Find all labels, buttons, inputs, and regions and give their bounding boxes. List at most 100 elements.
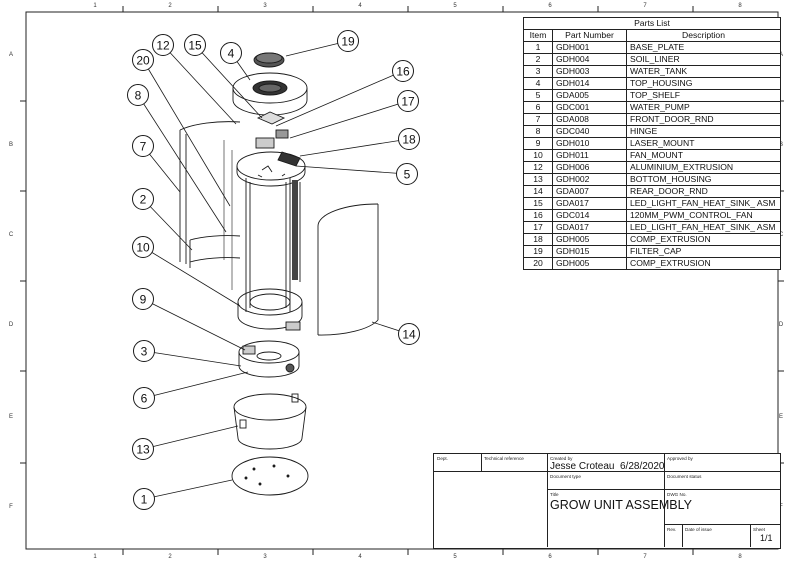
balloon-number: 8 (135, 89, 142, 103)
document-status-label: Document status (667, 474, 702, 479)
rev-label: Rev. (667, 527, 677, 532)
leader-line (137, 94, 227, 233)
item-balloon: 16 (392, 60, 414, 82)
balloon-number: 18 (402, 133, 416, 147)
item-balloon: 7 (132, 135, 154, 157)
item-balloon: 1 (133, 488, 155, 510)
top-housing-part (232, 72, 308, 116)
zone-row-label: B (8, 142, 13, 148)
item-cell: 9 (523, 137, 553, 150)
balloon-number: 16 (396, 65, 410, 79)
title-label: Title (550, 492, 559, 497)
leader-line (142, 425, 239, 450)
item-balloon: 9 (132, 288, 154, 310)
zone-column-label: 1 (93, 554, 97, 560)
item-balloon: 6 (133, 387, 155, 409)
sheet-label: Sheet (753, 527, 766, 532)
item-cell: 7 (523, 113, 553, 126)
item-cell: 1 (523, 41, 553, 54)
date-of-issue-label: Date of issue (685, 527, 712, 532)
balloon-number: 13 (136, 443, 150, 457)
zone-column-label: 5 (453, 3, 457, 9)
description-cell: TOP_SHELF (626, 89, 781, 102)
zone-row-label: F (9, 504, 13, 510)
description-cell: BOTTOM_HOUSING (626, 173, 781, 186)
part-number-cell: GDH011 (552, 149, 627, 162)
leader-line (143, 350, 242, 367)
part-number-cell: GDC040 (552, 125, 627, 138)
item-cell: 16 (523, 209, 553, 222)
description-cell: REAR_DOOR_RND (626, 185, 781, 198)
filter-cap-part (253, 52, 285, 68)
zone-column-label: 3 (263, 3, 267, 9)
description-cell: SOIL_LINER (626, 53, 781, 66)
zone-column-label: 4 (358, 3, 362, 9)
leader-line (289, 100, 409, 139)
balloon-number: 4 (228, 47, 235, 61)
description-cell: FRONT_DOOR_RND (626, 113, 781, 126)
leader-line (194, 44, 263, 119)
zone-column-label: 2 (168, 3, 172, 9)
zone-column-label: 3 (263, 554, 267, 560)
zone-row-label: D (8, 322, 14, 328)
item-balloon: 10 (132, 236, 154, 258)
item-cell: 6 (523, 101, 553, 114)
item-cell: 13 (523, 173, 553, 186)
balloon-number: 2 (140, 193, 147, 207)
balloon-number: 5 (404, 168, 411, 182)
description-cell: COMP_EXTRUSION (626, 233, 781, 246)
part-number-cell: GDH003 (552, 65, 627, 78)
leader-line (142, 298, 246, 351)
dwg-no-label: DWG No. (667, 492, 687, 497)
bottom-housing-part (233, 393, 307, 450)
balloon-number: 6 (141, 392, 148, 406)
part-number-cell: GDH005 (552, 233, 627, 246)
balloon-number: 15 (188, 39, 202, 53)
part-number-cell: GDA017 (552, 197, 627, 210)
balloon-number: 10 (136, 241, 150, 255)
description-cell: 120MM_PWM_CONTROL_FAN (626, 209, 781, 222)
header-description: Description (626, 29, 781, 42)
leader-line (142, 59, 231, 207)
leader-line (142, 246, 241, 307)
description-cell: WATER_TANK (626, 65, 781, 78)
leader-line (142, 198, 193, 251)
item-balloon: 14 (398, 323, 420, 345)
part-number-cell: GDA005 (552, 89, 627, 102)
part-number-cell: GDH010 (552, 137, 627, 150)
description-cell: LED_LIGHT_FAN_HEAT_SINK_ ASM (626, 221, 781, 234)
description-cell: FILTER_CAP (626, 245, 781, 258)
item-cell: 19 (523, 245, 553, 258)
created-by-value: Jesse Croteau (550, 461, 615, 472)
item-balloon: 15 (184, 34, 206, 56)
water-tank-part (238, 340, 300, 378)
balloon-number: 19 (341, 35, 355, 49)
balloon-number: 7 (140, 140, 147, 154)
drawing-title: GROW UNIT ASSEMBLY (550, 498, 692, 512)
item-cell: 14 (523, 185, 553, 198)
parts-list-title: Parts List (523, 17, 781, 30)
item-cell: 8 (523, 125, 553, 138)
item-balloon: 3 (133, 340, 155, 362)
zone-column-label: 7 (643, 3, 647, 9)
part-number-cell: GDH005 (552, 257, 627, 270)
part-number-cell: GDH015 (552, 245, 627, 258)
item-balloon: 17 (397, 90, 419, 112)
zone-row-label: C (8, 232, 14, 238)
leader-line (162, 44, 237, 125)
created-by-label: Created by (550, 456, 573, 461)
header-part-number: Part Number (552, 29, 627, 42)
document-type-label: Document type (550, 474, 581, 479)
